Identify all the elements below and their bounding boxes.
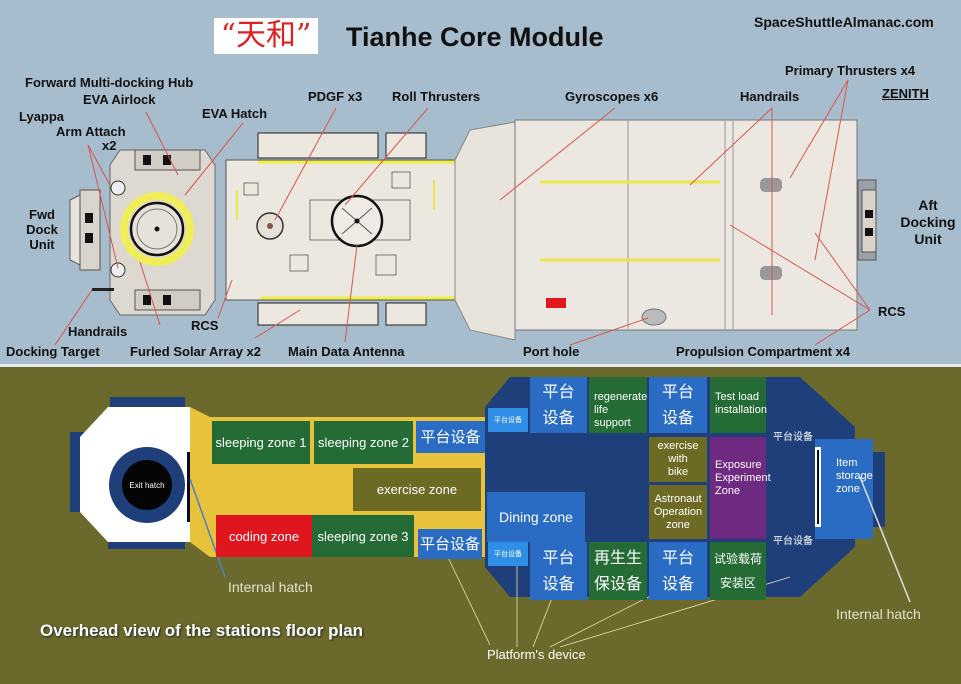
platform-bottom-2-line-2: 设备 (661, 574, 694, 593)
platform-top-2-line-2: 设备 (661, 408, 694, 427)
label-fwd-dock-unit: Fwd Dock Unit (20, 207, 64, 252)
title-english: Tianhe Core Module (346, 22, 604, 52)
zone-dining: Dining zone (487, 492, 585, 542)
label-lyappa: Lyappa (19, 109, 65, 124)
fwd-dock-line-1: Fwd (29, 207, 55, 222)
section-divider (0, 364, 961, 368)
zenith-label: ZENITH (882, 86, 929, 101)
label-forward-hub: Forward Multi-docking Hub (25, 75, 194, 90)
exit-hatch-core (122, 460, 172, 510)
label-platform-device: Platform's device (487, 647, 586, 662)
label-pdgf: PDGF x3 (308, 89, 363, 104)
zone-item-storage: Item storage zone (836, 457, 873, 495)
zone-platform-bottom-1: 平台 设备 (530, 542, 587, 600)
platform-bottom-1-line-2: 设备 (542, 574, 575, 593)
aft-section-drawing (514, 119, 877, 331)
zone-sleeping-2: sleeping zone 2 (314, 421, 413, 464)
node-top-port (110, 397, 185, 409)
label-rcs-right: RCS (878, 304, 906, 319)
label-rcs-left: RCS (191, 318, 219, 333)
aft-dock-line-1: Aft (918, 197, 938, 213)
zone-platform-device-a: 平台设备 (416, 421, 485, 453)
floor-plan-caption: Overhead view of the stations floor plan (40, 621, 364, 640)
platform-top-1-line-1: 平台 (542, 382, 575, 401)
regen-cn-line-2: 保设备 (593, 574, 642, 593)
tianhe-module-diagram: “天和” Tianhe Core Module SpaceShuttleAlma… (0, 0, 961, 365)
label-aft-docking-unit: Aft Docking Unit (898, 197, 958, 248)
label-aft-platform-bottom: 平台设备 (773, 536, 813, 547)
fwd-dock-line-2: Dock (26, 222, 58, 237)
label-propulsion-compartment: Propulsion Compartment x4 (676, 344, 851, 359)
zone-test-load-cn: 试验载荷 安装区 (710, 542, 766, 600)
main-cylinder-drawing (225, 121, 516, 341)
zone-coding: coding zone (216, 515, 312, 557)
zone-sleeping-3: sleeping zone 3 (312, 515, 414, 557)
exit-hatch-label: Exit hatch (129, 480, 165, 490)
label-arm-attach-count: x2 (102, 138, 117, 153)
label-gyroscopes: Gyroscopes x6 (565, 89, 659, 104)
zone-platform-bottom-2: 平台 设备 (649, 542, 707, 600)
zone-test-load-installation: Test load installation (710, 377, 767, 433)
zone-platform-top-2: 平台 设备 (649, 377, 707, 433)
platform-bottom-2-line-1: 平台 (661, 548, 694, 567)
test-cn-line-2: 安装区 (719, 576, 756, 590)
fwd-dock-line-3: Unit (29, 237, 55, 252)
label-port-hole: Port hole (523, 344, 580, 359)
platform-top-2-line-1: 平台 (661, 382, 694, 401)
label-main-data-antenna: Main Data Antenna (288, 344, 405, 359)
label-furled-solar-array: Furled Solar Array x2 (130, 344, 262, 359)
zone-regenerate-life-support: regenerate life support (589, 377, 647, 433)
floor-plan: sleeping zone 1 sleeping zone 2 平台设备 exe… (0, 367, 961, 684)
module-drawing (54, 79, 877, 346)
test-cn-line-1: 试验载荷 (713, 552, 762, 566)
label-docking-target: Docking Target (6, 344, 100, 359)
aft-port (873, 452, 885, 527)
label-internal-hatch-left: Internal hatch (228, 579, 313, 595)
source-credit: SpaceShuttleAlmanac.com (754, 14, 934, 30)
aft-dock-line-2: Docking (900, 214, 956, 230)
label-aft-platform-top: 平台设备 (773, 432, 813, 443)
regen-cn-line-1: 再生生 (593, 548, 642, 567)
label-primary-thrusters: Primary Thrusters x4 (785, 63, 916, 78)
zone-regen-cn: 再生生 保设备 (589, 542, 647, 600)
zone-exercise: exercise zone (353, 468, 481, 511)
zone-sleeping-1: sleeping zone 1 (212, 421, 310, 464)
zone-small-platform-top: 平台设备 (488, 408, 528, 432)
title-chinese: “天和” (214, 18, 318, 54)
leader-lines (54, 79, 871, 346)
zone-exposure-experiment: Exposure Experiment Zone (710, 437, 771, 539)
label-arm-attach: Arm Attach (56, 124, 126, 139)
zone-platform-device-b: 平台设备 (418, 529, 482, 559)
label-handrails-top: Handrails (740, 89, 800, 104)
zone-platform-top-1: 平台 设备 (530, 377, 587, 433)
platform-top-1-line-2: 设备 (542, 408, 575, 427)
aft-dock-line-3: Unit (914, 231, 942, 247)
zone-exercise-with-bike: exercise with bike (649, 437, 707, 482)
zone-small-platform-bottom: 平台设备 (488, 542, 528, 566)
platform-bottom-1-line-1: 平台 (542, 548, 575, 567)
item-storage-block (815, 439, 873, 539)
label-roll-thrusters: Roll Thrusters (392, 89, 481, 104)
label-internal-hatch-right: Internal hatch (836, 606, 921, 622)
label-eva-hatch: EVA Hatch (202, 106, 268, 121)
label-eva-airlock: EVA Airlock (83, 92, 156, 107)
internal-hatch-left-bar (187, 452, 190, 522)
zone-astronaut-operation: Astronaut Operation zone (649, 485, 707, 539)
forward-hub-drawing (69, 149, 216, 316)
label-handrails-bottom: Handrails (68, 324, 128, 339)
